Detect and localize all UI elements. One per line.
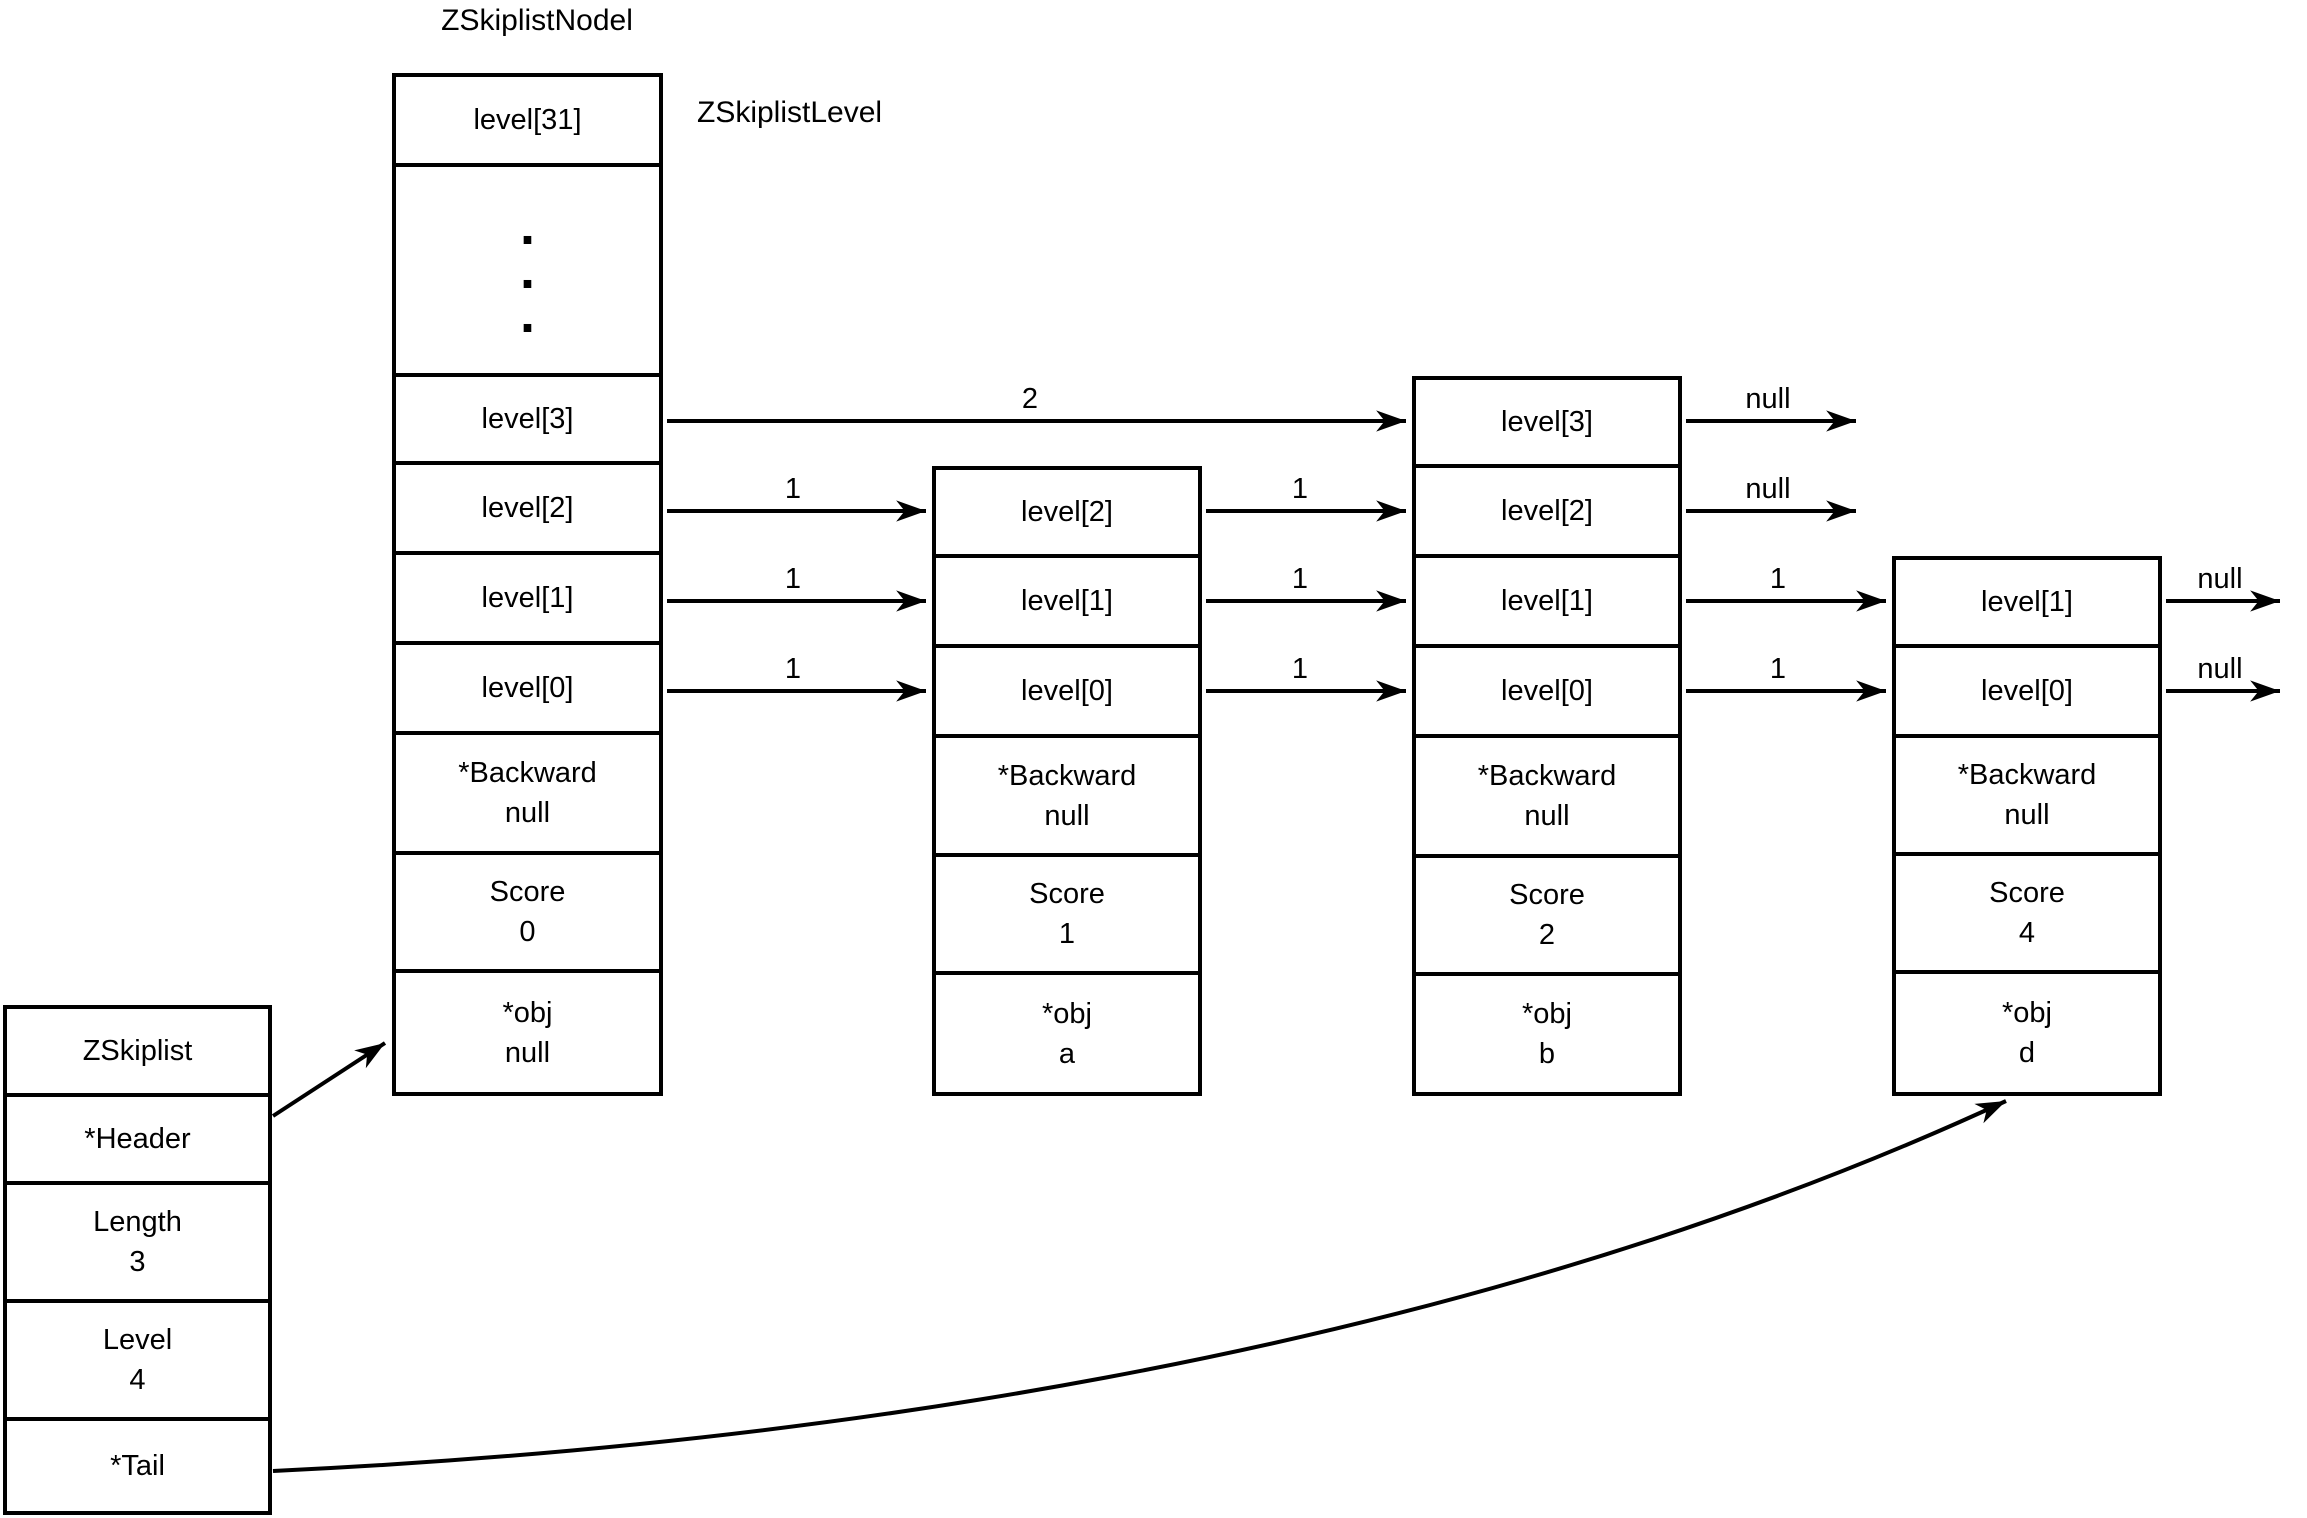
cell-obj: *obj null	[502, 996, 553, 1069]
cell-score: Score 1	[936, 857, 1198, 975]
cell-level-1: level[1]	[396, 555, 659, 645]
cell-level-0: level[0]	[1896, 648, 2158, 738]
arrow-span-label: 1	[784, 563, 802, 595]
cell-level-3: level[3]	[1416, 380, 1678, 468]
arrow-span-label: 1	[1291, 563, 1309, 595]
cell-score: Score 2	[1416, 858, 1678, 976]
cell-level-0: level[0]	[1416, 648, 1678, 738]
cell-score: Score 0	[396, 855, 659, 973]
cell-obj: *obj a	[1042, 997, 1092, 1070]
arrow-span-label: 1	[1769, 563, 1787, 595]
arrow-span-label: 1	[1291, 653, 1309, 685]
cell-level-1: level[1]	[1896, 560, 2158, 648]
zskiplistnode-title: ZSkiplistNodel	[441, 4, 633, 37]
skiplist-node-a: level[2] level[1] level[0] *Backward nul…	[932, 466, 1202, 1096]
cell-score: Score 4	[1896, 856, 2158, 974]
cell-obj: *obj d	[2002, 997, 2052, 1069]
arrow-header-pointer	[271, 1041, 387, 1118]
zskiplist-struct: ZSkiplist *Header Length 3 Level 4 *Tail	[3, 1005, 272, 1515]
cell-header-pointer: *Header	[7, 1097, 268, 1185]
cell-level-1: level[1]	[1416, 558, 1678, 648]
cell-length: Length 3	[7, 1185, 268, 1303]
skiplist-node-header: level[31] . . . level[3] level[2] level[…	[392, 73, 663, 1096]
arrow-null-label: null	[2197, 653, 2243, 685]
arrow-span-label: 1	[784, 653, 802, 685]
cell-backward: *Backward null	[396, 735, 659, 855]
skiplist-node-d: level[1] level[0] *Backward null Score 4…	[1892, 556, 2162, 1096]
cell-backward: *Backward null	[936, 738, 1198, 857]
arrow-span-label: 2	[1021, 383, 1039, 415]
cell-tail-pointer: *Tail	[110, 1450, 165, 1482]
cell-level-2: level[2]	[1416, 468, 1678, 558]
cell-level-2: level[2]	[396, 465, 659, 555]
arrow-span-label: 1	[784, 473, 802, 505]
arrow-null-label: null	[1745, 383, 1791, 415]
cell-level-0: level[0]	[936, 648, 1198, 738]
arrow-tail-pointer	[272, 1099, 2007, 1473]
zskiplistlevel-title: ZSkiplistLevel	[697, 96, 883, 129]
arrow-null-label: null	[1745, 473, 1791, 505]
cell-level-0: level[0]	[396, 645, 659, 735]
skiplist-node-b: level[3] level[2] level[1] level[0] *Bac…	[1412, 376, 1682, 1096]
cell-level-3: level[3]	[396, 377, 659, 465]
cell-backward: *Backward null	[1416, 738, 1678, 858]
arrow-span-label: 1	[1769, 653, 1787, 685]
cell-obj: *obj b	[1522, 998, 1572, 1070]
cell-zskiplist-title: ZSkiplist	[7, 1009, 268, 1097]
arrow-null-label: null	[2197, 563, 2243, 595]
cell-level-1: level[1]	[936, 558, 1198, 648]
cell-ellipsis-dots: . . .	[396, 167, 659, 377]
cell-level: Level 4	[7, 1303, 268, 1421]
cell-level-2: level[2]	[936, 470, 1198, 558]
arrow-span-label: 1	[1291, 473, 1309, 505]
cell-backward: *Backward null	[1896, 738, 2158, 856]
cell-level-31: level[31]	[396, 77, 659, 167]
